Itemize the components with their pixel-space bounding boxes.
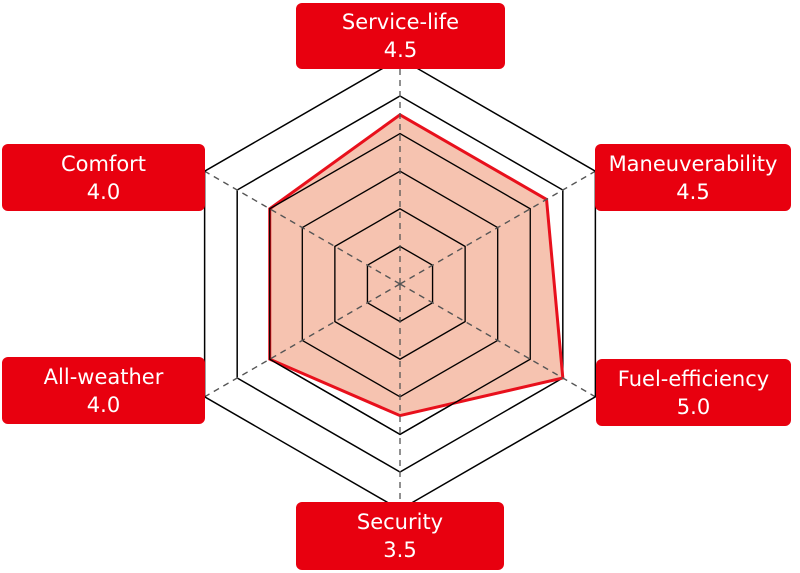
label-all-weather: All-weather 4.0: [2, 357, 205, 424]
axis-value: 5.0: [676, 394, 711, 419]
grid-ring-overlay-2: [334, 208, 466, 360]
axis-spoke: [399, 283, 596, 398]
data-area: [268, 113, 565, 418]
label-security: Security 3.5: [296, 502, 504, 570]
grid-ring-overlay-4: [269, 132, 531, 436]
axis-spokes: [204, 58, 596, 510]
axis-value: 4.0: [86, 179, 121, 204]
axis-name: Fuel-efficiency: [617, 366, 770, 391]
axis-spoke: [204, 283, 401, 398]
label-comfort: Comfort 4.0: [2, 144, 205, 211]
axis-spoke: [204, 170, 401, 285]
label-service-life: Service-life 4.5: [296, 3, 505, 69]
axis-value: 4.5: [383, 38, 418, 62]
axis-name: All-weather: [43, 364, 164, 389]
axis-spoke: [399, 170, 596, 285]
axis-name: Maneuverability: [608, 151, 778, 176]
axis-name: Comfort: [60, 151, 147, 176]
axis-name: Service-life: [341, 10, 460, 34]
data-area-layer: [268, 113, 565, 436]
label-fuel-efficiency: Fuel-efficiency 5.0: [596, 359, 791, 426]
axis-name: Security: [356, 510, 444, 534]
axis-value: 3.5: [383, 538, 417, 562]
axis-value: 4.5: [676, 179, 710, 204]
label-maneuverability: Maneuverability 4.5: [595, 144, 791, 211]
axis-value: 4.0: [86, 392, 121, 417]
